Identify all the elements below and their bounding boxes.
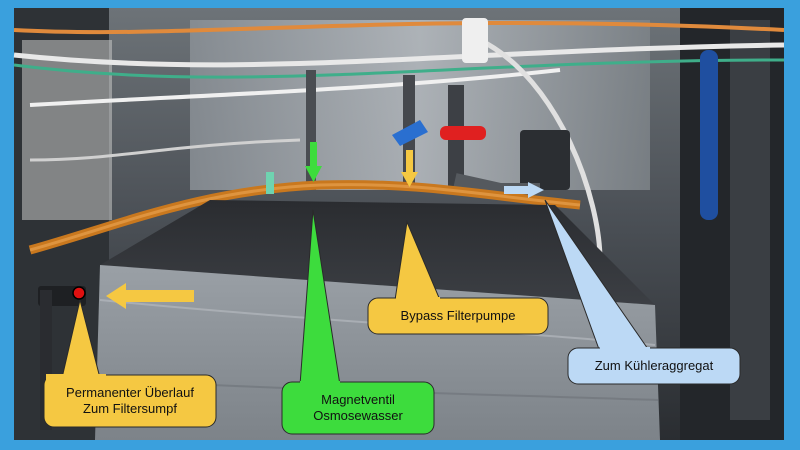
arrow-yellow [406, 150, 413, 174]
orange-cable [13, 20, 785, 35]
overflow-line1: Permanenter Überlauf [66, 385, 194, 400]
callout-chiller-text: Zum Kühleraggregat [568, 358, 740, 374]
white-cable [13, 42, 785, 68]
callout-magnetventil [281, 381, 435, 435]
white-cable-4 [29, 138, 301, 162]
callout-overflow-text: Permanenter Überlauf Zum Filtersumpf [44, 385, 216, 417]
callout-chiller [567, 347, 741, 385]
blue-valve-handle [392, 120, 428, 146]
callout-overflow [43, 374, 217, 428]
chiller-label: Zum Kühleraggregat [594, 358, 714, 373]
callout-bypass-text: Bypass Filterpumpe [368, 308, 548, 324]
white-cable-2 [29, 68, 561, 107]
magnetventil-line2: Osmosewasser [313, 408, 403, 423]
green-fitting [266, 172, 274, 194]
sump-lid [100, 200, 655, 305]
red-valve-handle [440, 126, 486, 140]
arrow-green [310, 142, 317, 168]
green-cable [13, 58, 785, 79]
pipe-magnetventil [306, 70, 316, 190]
overflow-line2: Zum Filtersumpf [83, 401, 177, 416]
back-wall [190, 20, 650, 190]
callout-magnetventil-text: Magnetventil Osmosewasser [282, 392, 434, 424]
callout-bypass [367, 297, 549, 335]
overflow-marker [72, 286, 86, 300]
arrow-light-blue [504, 186, 530, 194]
cable-clamp [462, 18, 488, 63]
pump-unit [520, 130, 570, 190]
bypass-label: Bypass Filterpumpe [400, 308, 516, 323]
magnetventil-line1: Magnetventil [321, 392, 395, 407]
blue-hose [700, 50, 718, 220]
arrow-yellow-left [124, 290, 194, 302]
